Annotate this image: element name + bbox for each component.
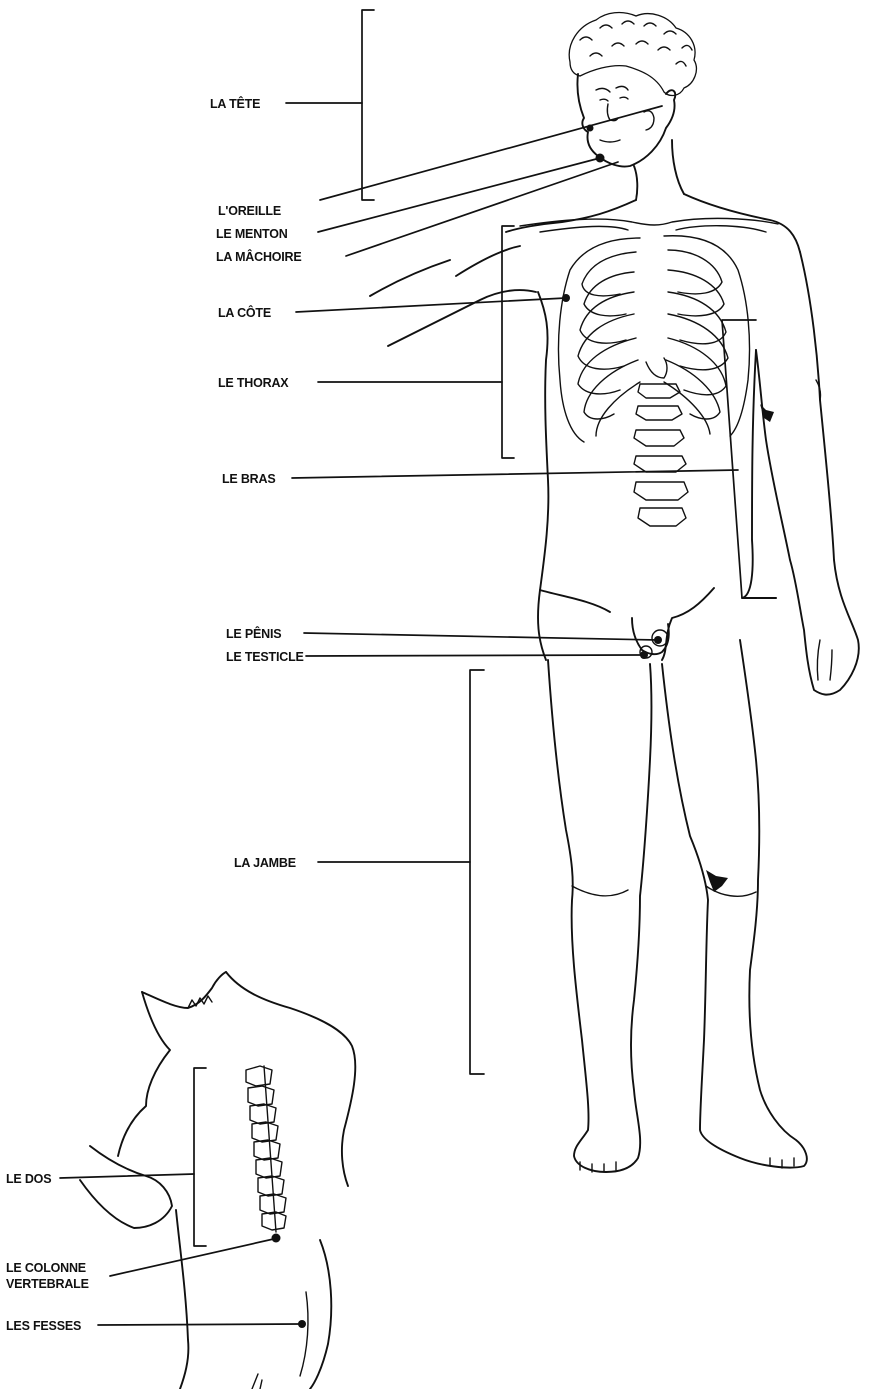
brackets-front — [362, 10, 776, 1074]
label-les-fesses: LES FESSES — [6, 1319, 81, 1333]
left-leg — [548, 660, 652, 1172]
labels: LA TÊTE L'OREILLE LE MENTON LA MÂCHOIRE … — [6, 96, 304, 1333]
label-le-bras: LE BRAS — [222, 472, 275, 486]
back-body-figure — [80, 972, 355, 1389]
label-l-oreille: L'OREILLE — [218, 204, 281, 218]
label-la-cote: LA CÔTE — [218, 305, 271, 320]
bracket-thorax — [502, 226, 514, 458]
label-la-machoire: LA MÂCHOIRE — [216, 249, 302, 264]
label-la-tete: LA TÊTE — [210, 96, 260, 111]
label-le-menton: LE MENTON — [216, 227, 288, 241]
label-le-dos: LE DOS — [6, 1172, 51, 1186]
bracket-dos — [194, 1068, 206, 1246]
right-leg — [662, 640, 807, 1168]
label-le-testicle: LE TESTICLE — [226, 650, 304, 664]
hair — [569, 13, 696, 96]
bracket-jambe — [470, 670, 484, 1074]
rib-cage — [558, 236, 749, 442]
label-le-colonne-line1: LE COLONNE — [6, 1261, 86, 1275]
front-body-figure — [370, 13, 859, 1172]
leader-lines — [60, 103, 738, 1328]
torso-outline — [506, 194, 800, 252]
back-spine — [246, 1066, 286, 1232]
lumbar-spine — [634, 358, 688, 526]
bracket-tete — [362, 10, 374, 200]
label-le-thorax: LE THORAX — [218, 376, 289, 390]
label-le-penis: LE PÊNIS — [226, 626, 281, 641]
label-la-jambe: LA JAMBE — [234, 856, 296, 870]
right-arm — [756, 252, 859, 695]
label-le-colonne-line2: VERTEBRALE — [6, 1277, 89, 1291]
